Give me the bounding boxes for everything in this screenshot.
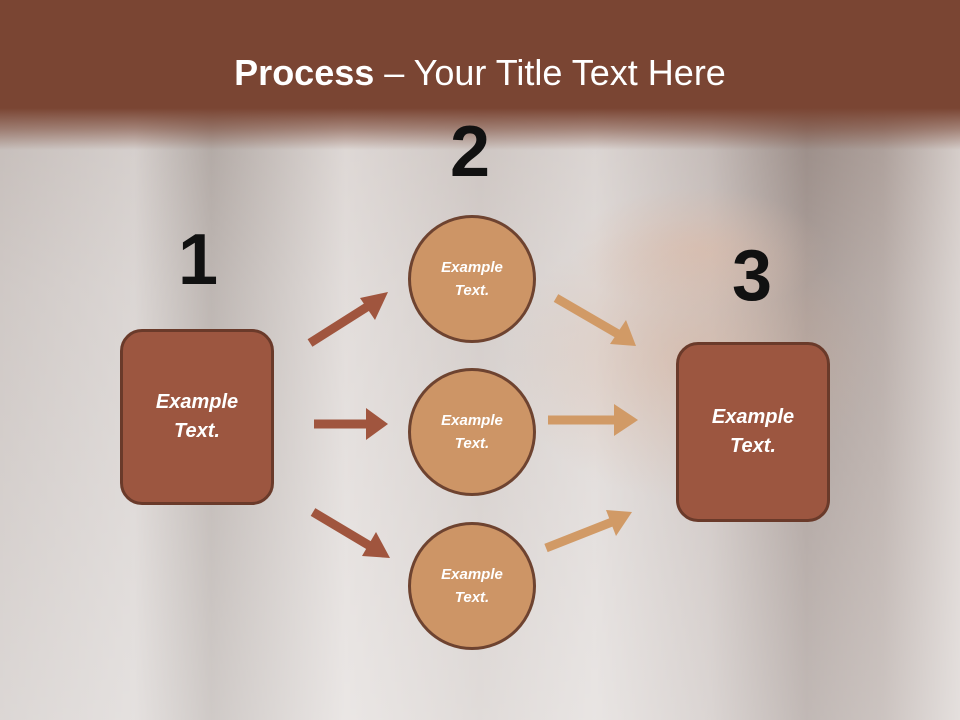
step-circle-middle-text: Example Text.: [441, 412, 503, 452]
start-box-text: Example Text.: [155, 391, 239, 442]
step-circle-middle: Example Text.: [408, 368, 536, 496]
step-circle-bottom-text: Example Text.: [441, 566, 503, 606]
arrow-bottom-to-right: [544, 510, 632, 553]
title-bar: [0, 0, 960, 150]
start-box: Example Text.: [120, 329, 274, 505]
step-circle-top: Example Text.: [408, 215, 536, 343]
slide-title: Process – Your Title Text Here: [0, 52, 960, 94]
arrow-top-to-right: [553, 294, 636, 346]
title-bold: Process: [234, 52, 375, 93]
arrow-left-to-middle: [314, 408, 388, 440]
arrow-left-to-top: [307, 292, 388, 347]
end-box: Example Text.: [676, 342, 830, 522]
title-rest: – Your Title Text Here: [374, 52, 726, 93]
step-number-3: 3: [732, 236, 773, 316]
end-box-text: Example Text.: [711, 406, 795, 457]
step-circle-bottom: Example Text.: [408, 522, 536, 650]
step-number-2: 2: [450, 112, 491, 192]
step-circle-top-text: Example Text.: [441, 259, 503, 299]
step-number-1: 1: [178, 220, 219, 300]
arrow-left-to-bottom: [310, 508, 390, 558]
arrow-middle-to-right: [548, 404, 638, 436]
